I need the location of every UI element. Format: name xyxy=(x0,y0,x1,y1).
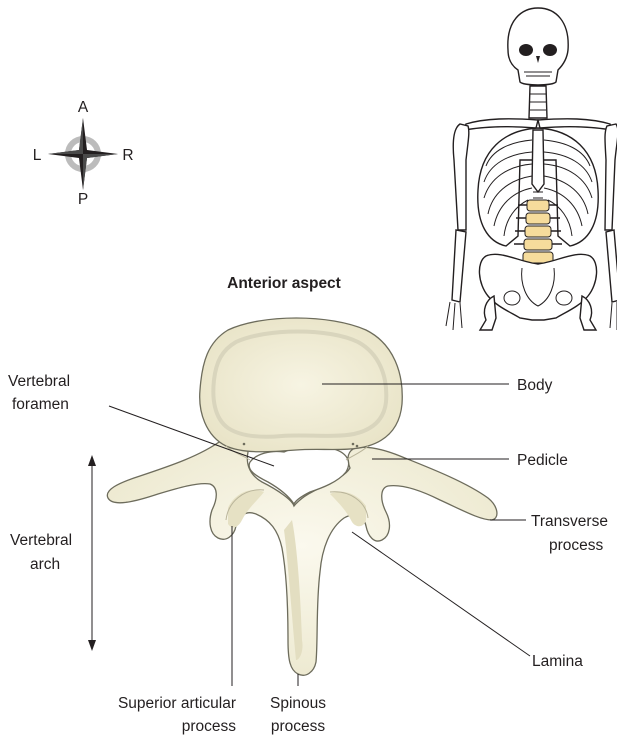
label-vertebral-arch-line2: arch xyxy=(30,556,60,573)
skeleton-thumbnail xyxy=(446,8,617,330)
label-vertebral-foramen-line2: foramen xyxy=(12,396,69,413)
label-superior-articular-line1: Superior articular xyxy=(118,695,236,712)
highlighted-lumbar-vertebrae xyxy=(514,200,562,263)
compass-posterior-label: P xyxy=(78,191,88,208)
leader-lamina xyxy=(352,532,530,656)
vertebral-arch-arrow xyxy=(88,455,96,651)
label-spinous-process-line2: process xyxy=(271,718,326,735)
label-spinous-process-line1: Spinous xyxy=(270,695,326,712)
compass-left-label: L xyxy=(33,147,42,164)
compass-right-label: R xyxy=(122,147,133,164)
anterior-aspect-heading: Anterior aspect xyxy=(227,275,341,292)
orientation-compass: A P L R xyxy=(33,99,134,208)
vertebral-body-shape xyxy=(200,318,403,452)
compass-anterior-label: A xyxy=(78,99,89,116)
lumbar-vertebra xyxy=(107,318,497,675)
label-transverse-process-line1: Transverse xyxy=(531,513,608,530)
label-vertebral-arch-line1: Vertebral xyxy=(10,532,72,549)
label-superior-articular-line2: process xyxy=(182,718,237,735)
label-vertebral-foramen-line1: Vertebral xyxy=(8,373,70,390)
label-lamina: Lamina xyxy=(532,653,583,670)
label-body: Body xyxy=(517,377,553,394)
label-transverse-process-line2: process xyxy=(549,537,604,554)
label-pedicle: Pedicle xyxy=(517,452,568,469)
